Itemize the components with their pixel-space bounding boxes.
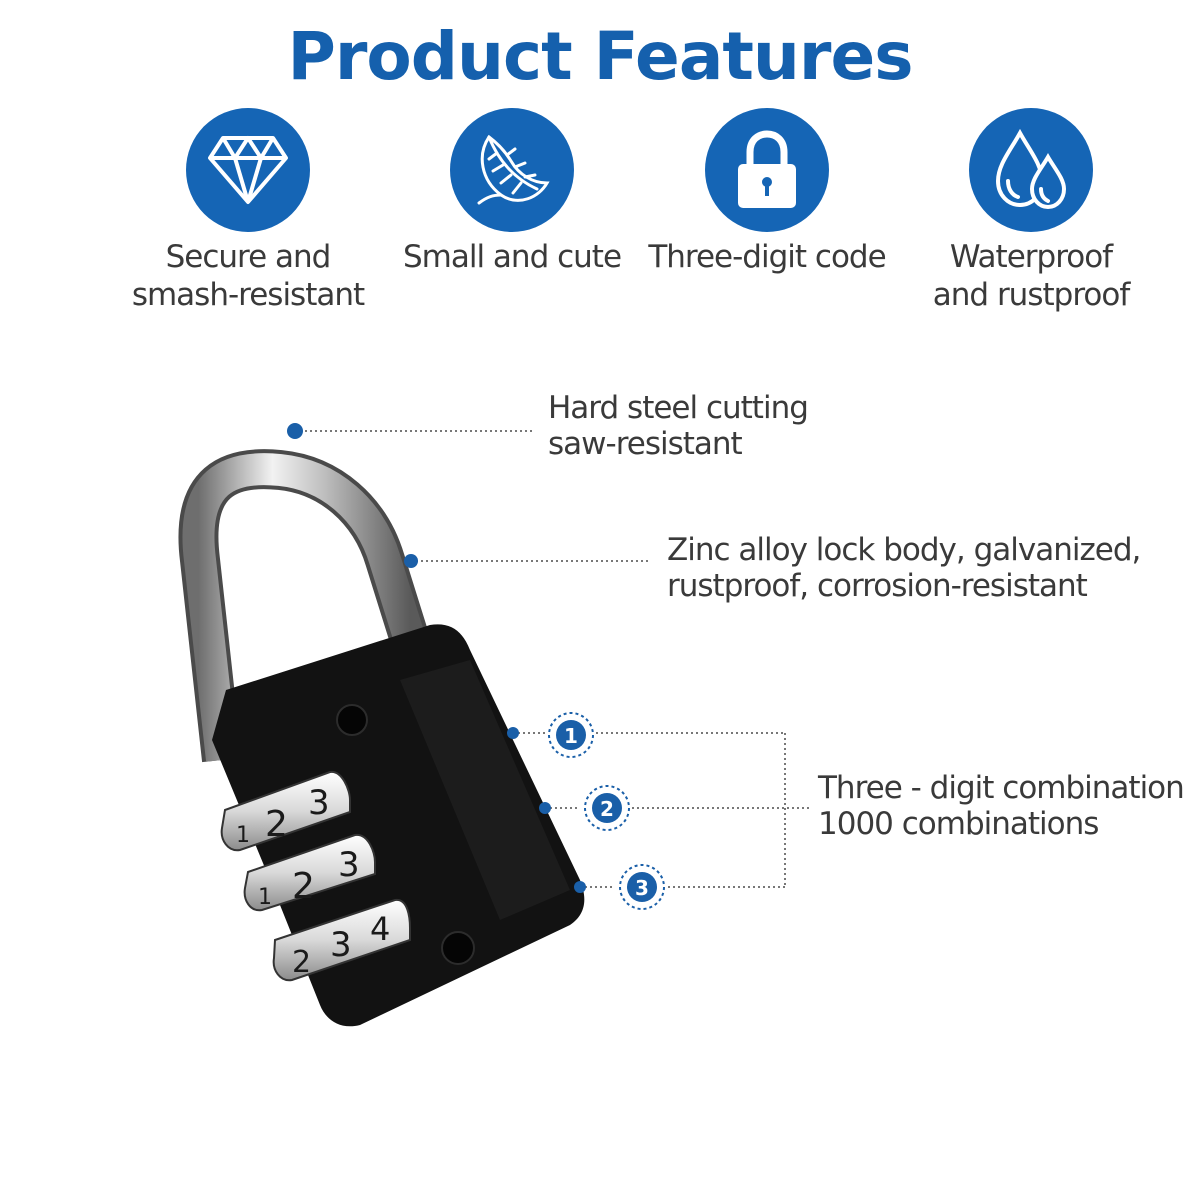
callout-line: 1000 combinations (818, 806, 1099, 842)
dial-digit[interactable]: 2 (292, 866, 315, 907)
diamond-icon (186, 108, 310, 232)
callout-dials: Three - digit combination 1000 combinati… (818, 770, 1185, 842)
callout-line: Three - digit combination (818, 770, 1185, 806)
dial-digit[interactable]: 2 (292, 945, 311, 980)
dial-digit[interactable]: 1 (258, 885, 272, 910)
feather-icon (450, 108, 574, 232)
feature-waterproof: Waterproof and rustproof (901, 108, 1161, 314)
callout-line: rustproof, corrosion-resistant (667, 568, 1088, 604)
callout-dots (287, 423, 586, 893)
marker-3: 3 (619, 864, 665, 910)
dial-digit[interactable]: 4 (370, 910, 390, 948)
water-drops-icon (969, 108, 1093, 232)
shackle (178, 449, 430, 763)
marker-number: 3 (635, 876, 649, 900)
marker-2: 2 (584, 785, 630, 831)
feature-label: Three-digit code (648, 239, 886, 275)
marker-number: 1 (564, 724, 578, 748)
marker-number: 2 (600, 797, 614, 821)
dial-digit[interactable]: 1 (236, 823, 250, 848)
dial-wheel-3 (272, 898, 411, 982)
marker-1: 1 (548, 712, 594, 758)
dial-digit[interactable]: 3 (330, 925, 352, 965)
callout-body: Zinc alloy lock body, galvanized, rustpr… (667, 532, 1141, 604)
feature-label: Waterproof and rustproof (932, 239, 1130, 313)
dial-digit[interactable]: 3 (308, 783, 330, 823)
feature-label: Secure and smash-resistant (131, 239, 365, 313)
callout-line: Hard steel cutting (548, 390, 809, 426)
dial-digit[interactable]: 3 (338, 845, 360, 885)
feature-small: Small and cute (382, 108, 642, 276)
callout-line: saw-resistant (548, 426, 743, 462)
lock-icon (705, 108, 829, 232)
callout-line: Zinc alloy lock body, galvanized, (667, 532, 1141, 568)
page-title: Product Features (287, 18, 914, 95)
feature-secure: Secure and smash-resistant (118, 108, 378, 314)
dial-wheel-1 (220, 770, 351, 852)
feature-label: Small and cute (402, 239, 622, 275)
dial-digit[interactable]: 2 (265, 804, 288, 845)
callout-shackle: Hard steel cutting saw-resistant (548, 390, 809, 462)
lock-body (212, 624, 585, 1027)
feature-code: Three-digit code (637, 108, 897, 276)
dial-wheel-2 (243, 833, 376, 912)
